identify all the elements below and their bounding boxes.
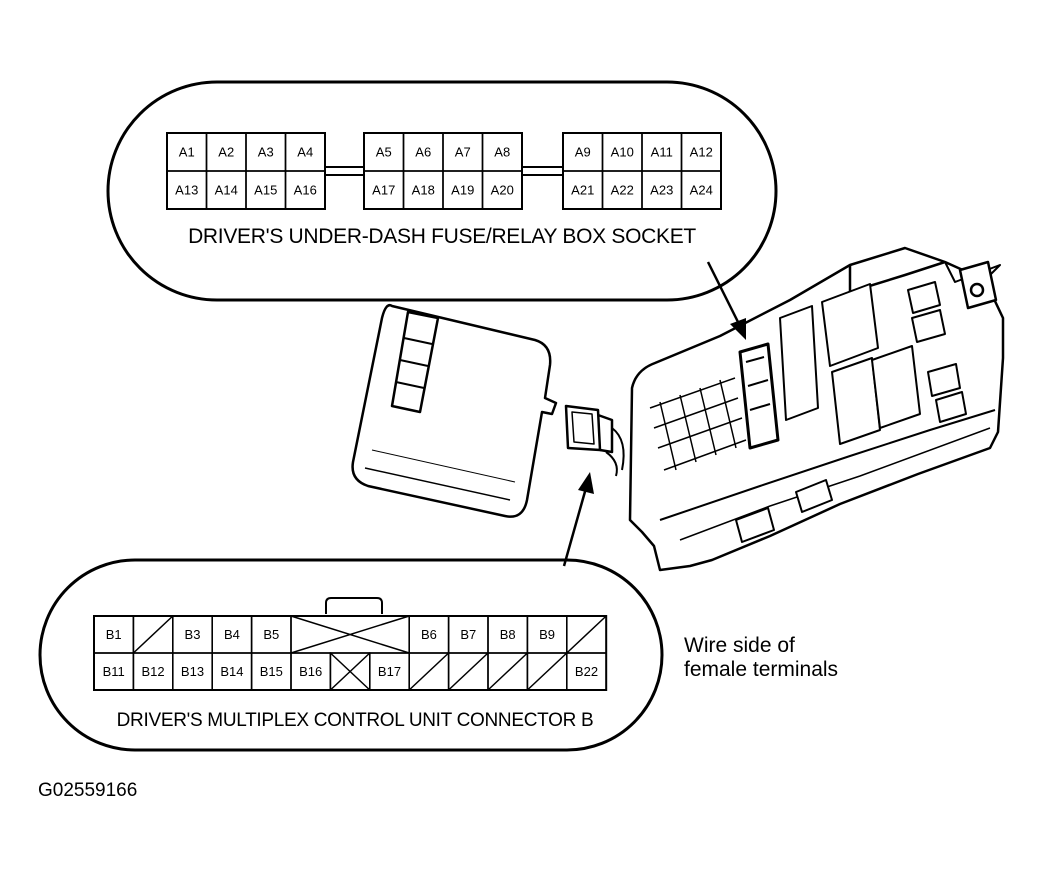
fuse-box-callout-outline <box>106 80 778 302</box>
socket-pin-label: A12 <box>690 145 713 160</box>
socket-pin-label: A23 <box>650 183 673 198</box>
connector-pin-label: B1 <box>106 627 122 642</box>
socket-pin-label: A3 <box>258 145 274 160</box>
connector-blocked-cavity <box>329 652 371 691</box>
socket-pin-label: A10 <box>611 145 634 160</box>
connector-pin-label: B14 <box>220 664 243 679</box>
arrow-to-plug <box>562 472 594 567</box>
connector-pin-label: B17 <box>378 664 401 679</box>
socket-pin-label: A24 <box>690 183 713 198</box>
socket-pin-label: A8 <box>494 145 510 160</box>
socket-pin-label: A11 <box>651 145 673 160</box>
connector-unused-cavity <box>487 652 528 691</box>
connector-latch <box>325 597 383 614</box>
socket-pin-label: A5 <box>376 145 392 160</box>
connector-pin-label: B15 <box>260 664 283 679</box>
connector-b-caption: DRIVER'S MULTIPLEX CONTROL UNIT CONNECTO… <box>117 710 594 731</box>
socket-pin-label: A9 <box>575 145 591 160</box>
socket-pin-label: A22 <box>611 183 634 198</box>
connector-pin-label: B12 <box>142 664 165 679</box>
socket-pin-label: A21 <box>571 183 594 198</box>
socket-pin-label: A4 <box>297 145 313 160</box>
connector-pin-label: B16 <box>299 664 322 679</box>
socket-pin-label: A16 <box>294 183 317 198</box>
connector-unused-cavity <box>408 652 450 691</box>
socket-pin-label: A14 <box>215 183 238 198</box>
socket-pin-label: A20 <box>491 183 514 198</box>
socket-pin-label: A15 <box>254 183 277 198</box>
wire-side-note-line-1: Wire side of <box>684 634 795 657</box>
connector-unused-cavity <box>526 652 568 691</box>
connector-pin-label: B9 <box>539 627 555 642</box>
socket-pin-label: A1 <box>179 145 195 160</box>
socket-pin-label: A2 <box>218 145 234 160</box>
connector-unused-cavity <box>566 615 607 654</box>
socket-pin-cell <box>284 170 326 210</box>
fuse-relay-box-illustration <box>628 246 1005 572</box>
socket-pin-label: A17 <box>372 183 395 198</box>
connector-pin-label: B22 <box>575 664 598 679</box>
connector-pin-label: B5 <box>263 627 279 642</box>
socket-pin-label: A13 <box>175 183 198 198</box>
connector-pin-label: B11 <box>103 664 125 679</box>
connector-pin-label: B3 <box>185 627 201 642</box>
socket-pin-label: A18 <box>412 183 435 198</box>
socket-pin-label: A7 <box>455 145 471 160</box>
connector-pin-cell <box>566 652 607 691</box>
multiplex-control-unit-illustration <box>351 304 625 518</box>
fuse-box-socket-caption: DRIVER'S UNDER-DASH FUSE/RELAY BOX SOCKE… <box>188 225 696 248</box>
socket-pin-label: A6 <box>415 145 431 160</box>
connector-pin-label: B8 <box>500 627 516 642</box>
connector-unused-cavity <box>448 652 489 691</box>
figure-id: G02559166 <box>38 780 137 801</box>
connector-pin-label: B6 <box>421 627 437 642</box>
arrow-to-fuse-box-socket <box>706 261 746 340</box>
connector-pin-label: B4 <box>224 627 240 642</box>
socket-pin-cell <box>481 170 523 210</box>
socket-pin-cell <box>680 170 722 210</box>
connector-blocked-cavity <box>290 615 410 654</box>
connector-pin-label: B13 <box>181 664 204 679</box>
connector-b-callout-outline <box>38 558 664 752</box>
socket-pin-label: A19 <box>451 183 474 198</box>
connector-pin-label: B7 <box>460 627 476 642</box>
connector-unused-cavity <box>132 615 174 654</box>
wire-side-note-line-2: female terminals <box>684 658 838 681</box>
